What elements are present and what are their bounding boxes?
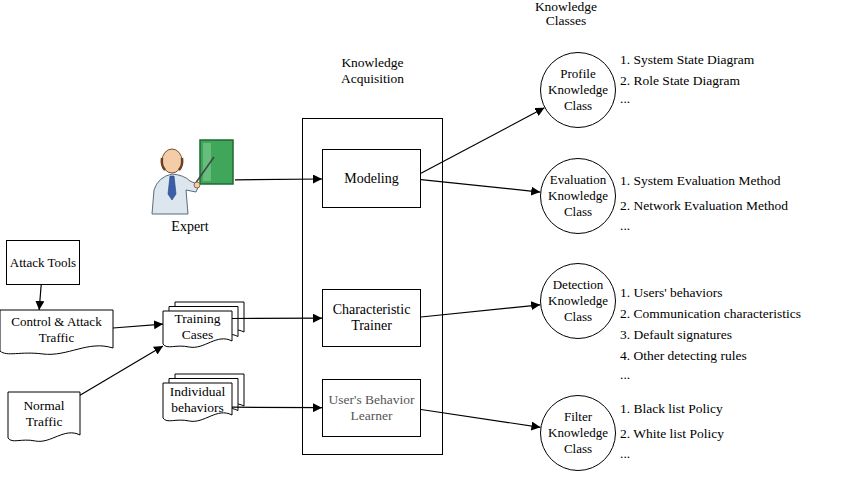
circle-outline xyxy=(541,396,616,471)
document-stack: Training Cases xyxy=(163,311,232,349)
flow-arrow xyxy=(232,318,322,320)
node-label: Expert xyxy=(171,219,208,235)
process-box: User's Behavior Learner xyxy=(322,379,421,437)
process-group: Knowledge AcquisitionModelingCharacteris… xyxy=(302,118,443,455)
document-outline xyxy=(0,310,113,354)
circle-outline xyxy=(541,264,616,339)
text-wrapper: Normal Traffic xyxy=(8,392,80,436)
expert-illustration xyxy=(152,140,233,214)
list-item: 1. Black list Policy xyxy=(620,401,723,417)
text-wrapper: Knowledge Acquisition xyxy=(303,55,442,87)
traffic-document: Control & Attack Traffic xyxy=(0,310,113,356)
list-ellipsis: ... xyxy=(620,446,630,462)
document-stack: Individual behaviors xyxy=(163,383,232,423)
node-label: Evaluation Knowledge Class xyxy=(545,172,611,220)
group-heading: Knowledge Classes xyxy=(526,0,606,28)
expert-tie xyxy=(168,176,176,200)
presentation-board xyxy=(200,140,233,184)
text-wrapper: Control & Attack Traffic xyxy=(0,310,113,349)
expert-hand xyxy=(194,182,200,188)
list-item: 1. Users' behaviors xyxy=(620,285,723,301)
list-ellipsis: ... xyxy=(620,91,630,107)
flow-arrow xyxy=(421,180,540,192)
text-wrapper: Profile Knowledge Class xyxy=(540,52,616,128)
list-item: 2. Role State Diagram xyxy=(620,73,740,89)
expert-body xyxy=(152,174,199,214)
flow-arrow xyxy=(39,285,41,310)
node-label: Training Cases xyxy=(164,311,231,343)
node-label: Characteristic Trainer xyxy=(323,302,420,334)
group-heading: Knowledge Acquisition xyxy=(331,55,415,87)
list-item: 1. System Evaluation Method xyxy=(620,173,780,189)
flow-arrow xyxy=(421,409,540,427)
text-wrapper: Characteristic Trainer xyxy=(323,290,420,346)
node-label: Filter Knowledge Class xyxy=(545,409,611,457)
flow-arrow xyxy=(80,346,163,395)
expert-figure: Expert xyxy=(145,135,235,235)
front-sheet xyxy=(163,383,232,421)
list-item: 2. White list Policy xyxy=(620,426,724,442)
text-wrapper: Filter Knowledge Class xyxy=(540,395,616,471)
knowledge-circle: Filter Knowledge Class xyxy=(540,395,616,471)
document-outline xyxy=(8,392,80,441)
flow-arrow xyxy=(232,407,322,409)
text-wrapper: Expert xyxy=(145,135,235,235)
flow-arrow xyxy=(113,324,163,328)
knowledge-circle: Detection Knowledge Class xyxy=(540,263,616,339)
node-label: User's Behavior Learner xyxy=(323,392,420,424)
flow-arrow xyxy=(421,108,544,173)
text-wrapper: Detection Knowledge Class xyxy=(540,263,616,339)
list-item: 2. Network Evaluation Method xyxy=(620,198,788,214)
flow-arrow xyxy=(421,305,540,317)
node-label: Modeling xyxy=(344,171,398,187)
flow-arrow xyxy=(235,178,322,180)
node-label: Control & Attack Traffic xyxy=(1,314,112,346)
circle-outline xyxy=(541,159,616,234)
node-label: Individual behaviors xyxy=(164,384,231,416)
text-wrapper: Individual behaviors xyxy=(163,383,232,416)
list-item: 4. Other detecting rules xyxy=(620,348,747,364)
list-ellipsis: ... xyxy=(620,367,630,383)
text-wrapper: Training Cases xyxy=(163,311,232,342)
list-ellipsis: ... xyxy=(620,218,630,234)
node-label: Normal Traffic xyxy=(9,398,79,430)
circle-outline xyxy=(541,53,616,128)
node-label: Attack Tools xyxy=(10,255,76,271)
text-wrapper: Modeling xyxy=(323,150,420,207)
expert-hair xyxy=(162,158,182,170)
list-item: 3. Default signatures xyxy=(620,327,732,343)
process-box: Characteristic Trainer xyxy=(322,289,421,347)
text-wrapper: Evaluation Knowledge Class xyxy=(540,158,616,234)
knowledge-circle: Evaluation Knowledge Class xyxy=(540,158,616,234)
text-wrapper: User's Behavior Learner xyxy=(323,380,420,436)
text-wrapper: Attack Tools xyxy=(7,241,79,284)
pointer-stick xyxy=(195,157,214,184)
list-item: 2. Communication characteristics xyxy=(620,306,801,322)
traffic-document: Normal Traffic xyxy=(8,392,80,443)
knowledge-circle: Profile Knowledge Class xyxy=(540,52,616,128)
front-sheet xyxy=(163,311,232,347)
process-box: Modeling xyxy=(322,149,421,208)
node-label: Detection Knowledge Class xyxy=(545,277,611,325)
expert-head xyxy=(162,149,182,173)
node-label: Profile Knowledge Class xyxy=(545,66,611,114)
source-box: Attack Tools xyxy=(6,240,80,285)
list-item: 1. System State Diagram xyxy=(620,52,754,68)
